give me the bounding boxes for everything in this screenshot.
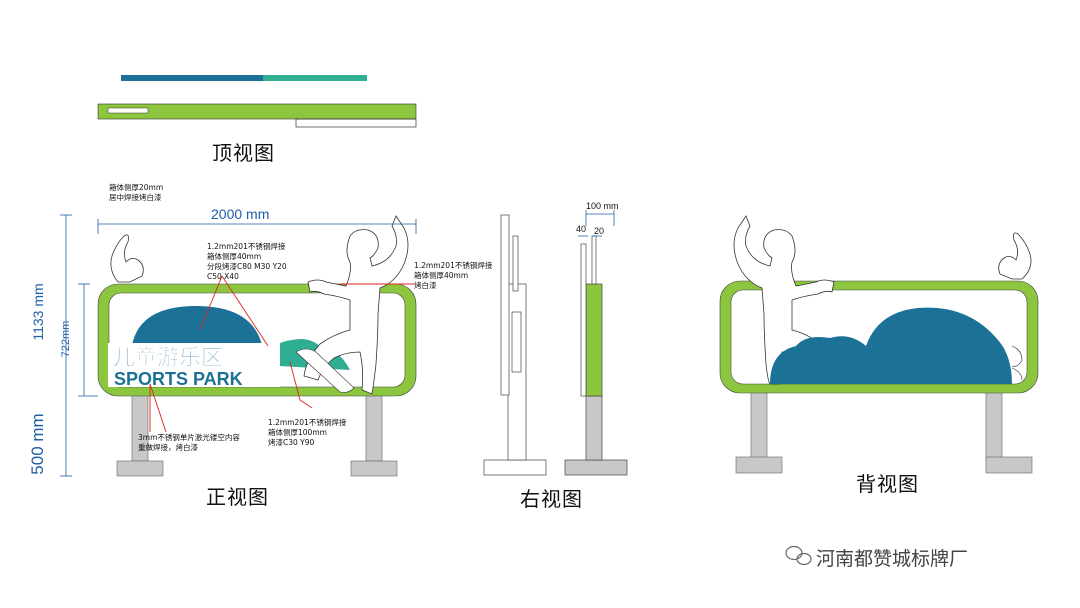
watermark-text: 河南都赞城标牌厂 (816, 548, 969, 570)
sign-subtitle-text: SPORTS PARK (114, 369, 243, 389)
back-view (719, 215, 1039, 474)
watermark: 河南都赞城标牌厂 (788, 544, 968, 571)
right-view-label: 右视图 (520, 487, 583, 511)
back-squirrel-icon (998, 232, 1032, 280)
wechat-icon (785, 545, 812, 566)
front-child-icon (303, 215, 409, 395)
leader-lines (149, 275, 414, 433)
note-figure: 1.2mm201不锈钢焊接 箱体侧厚40mm 烤白漆 (414, 261, 493, 290)
right-view-b (564, 235, 628, 476)
top-view-label: 顶视图 (212, 141, 275, 165)
front-squirrel-icon (110, 234, 144, 283)
right-dim-a: 40 (576, 224, 587, 234)
front-dimensions (60, 214, 417, 477)
right-view-a (483, 214, 547, 476)
right-depth-dimension: 100 mm (586, 201, 619, 211)
note-green-frame: 1.2mm201不锈钢焊接 箱体侧厚100mm 烤漆C30 Y90 (268, 418, 347, 447)
front-view-label: 正视图 (206, 485, 269, 509)
note-box-side: 箱体侧厚20mm 居中焊接烤白漆 (109, 183, 164, 202)
leg-height-dimension: 500 mm (28, 413, 47, 475)
front-hill-blue (132, 306, 262, 345)
box-height-dimension: 722mm (60, 320, 72, 358)
note-hill: 1.2mm201不锈钢焊接 箱体侧厚40mm 分段烤漆C80 M30 Y20 C… (207, 242, 287, 281)
right-dimensions (578, 210, 615, 237)
top-view (97, 75, 417, 128)
back-view-label: 背视图 (856, 472, 919, 496)
note-text-plate: 3mm不锈钢单片激光镂空内容 重做焊接，烤白漆 (138, 433, 240, 452)
right-dim-b: 20 (594, 226, 605, 236)
total-height-dimension: 1133 mm (30, 283, 46, 341)
width-dimension: 2000 mm (211, 206, 270, 222)
sign-title-text: 儿童游乐区 (112, 345, 223, 371)
back-hill-big (770, 307, 1012, 384)
front-view: 儿童游乐区 SPORTS PARK (97, 215, 417, 477)
